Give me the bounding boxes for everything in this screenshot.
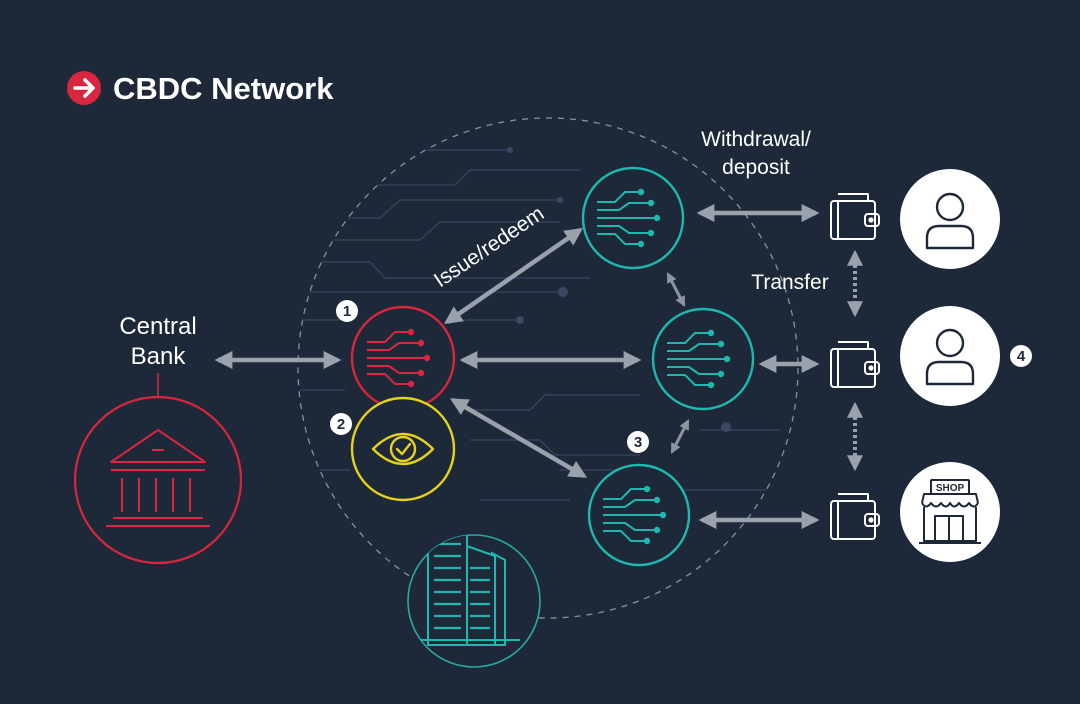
withdrawal-label-line1: Withdrawal/ [701,128,811,151]
marker-3: 3 [627,431,649,453]
user-node-2 [900,306,1000,406]
marker-1: 1 [336,300,358,322]
arrow-node-b-to-node-c [670,419,690,454]
central-bank-node [73,395,243,565]
marker-2-text: 2 [337,416,345,433]
page-title: CBDC Network [67,71,334,106]
shop-node: SHOP [900,462,1000,562]
office-building-node [407,534,541,668]
marker-2: 2 [330,413,352,435]
office-building-icon [420,535,520,646]
shop-sign-text: SHOP [936,483,965,494]
arrow-node-a-to-node-b [666,272,686,307]
marker-4-text: 4 [1017,348,1026,365]
marker-4: 4 [1010,345,1032,367]
user-icon [925,328,975,386]
intermediary-node-c [587,463,691,567]
eye-check-icon [371,432,435,466]
central-bank-label-line1: Central [119,313,196,340]
network-node-icon [667,329,731,389]
network-node-icon [367,328,431,388]
withdrawal-label-line2: deposit [722,156,790,179]
title-text: CBDC Network [113,71,334,106]
shop-icon [919,479,981,544]
oversight-node [350,396,456,502]
flow-arrows [214,204,820,529]
transfer-label: Transfer [751,271,828,294]
wallet-icon [830,193,880,240]
arrow-issue-redeem [444,227,583,325]
network-node-icon [603,485,667,545]
arrow-core-to-node-c [449,398,588,478]
wallet-icon [830,493,880,540]
core-ledger-node [350,305,456,411]
intermediary-node-b [651,307,755,411]
intermediary-node-a [581,166,685,270]
user-icon [925,192,975,250]
arrow-right-circle-icon [67,71,101,105]
wallet-icon [830,341,880,388]
network-node-icon [597,188,661,248]
central-bank-label-line2: Bank [131,343,187,370]
bank-building-icon [106,429,210,527]
marker-3-text: 3 [634,434,642,451]
user-node-1 [900,169,1000,269]
marker-1-text: 1 [343,303,351,320]
node-links [666,272,690,454]
